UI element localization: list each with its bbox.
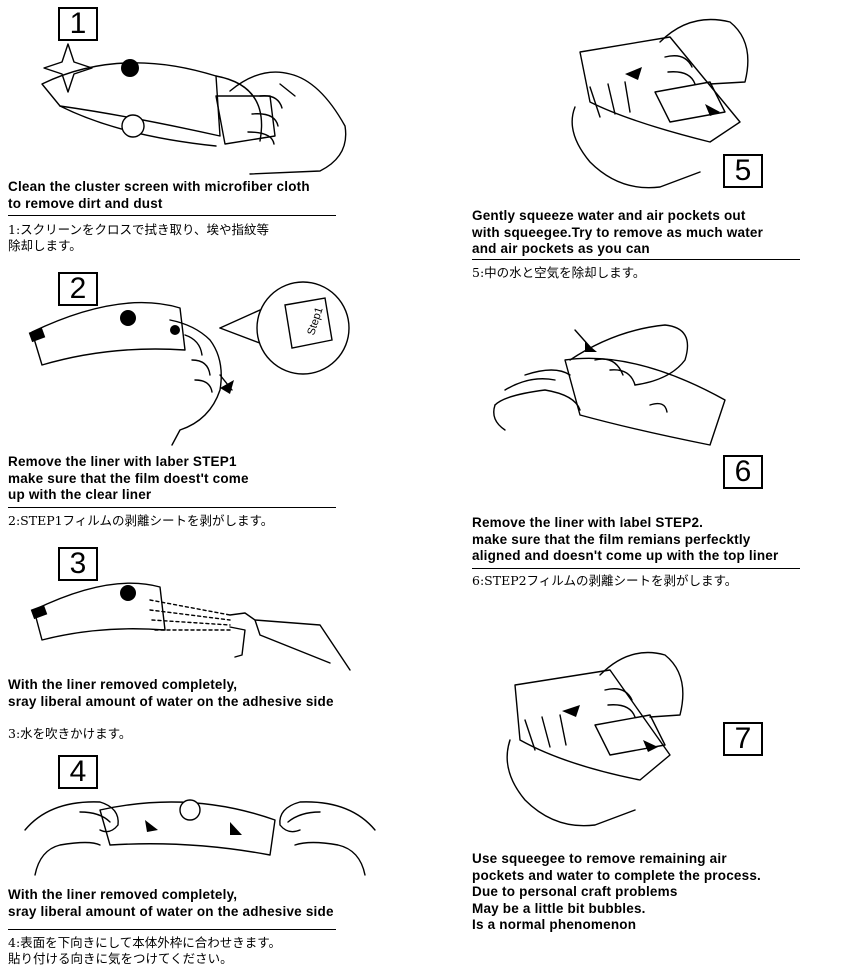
step-2-divider bbox=[8, 507, 336, 508]
step-3-japanese: 3:水を吹きかけます。 bbox=[8, 726, 132, 741]
step-2-japanese: 2:STEP1フィルムの剥離シートを剥がします。 bbox=[8, 513, 274, 528]
step-6-number: 6 bbox=[723, 455, 763, 489]
step-4-divider bbox=[8, 929, 336, 930]
step-5-number: 5 bbox=[723, 154, 763, 188]
step-5-divider bbox=[472, 259, 800, 260]
step-1-divider bbox=[8, 215, 336, 216]
step-1-japanese: 1:スクリーンをクロスで拭き取り、埃や指紋等 除却します。 bbox=[8, 222, 270, 253]
step-7-english: Use squeegee to remove remaining air poc… bbox=[472, 851, 761, 932]
step-6-english: Remove the liner with label STEP2. make … bbox=[472, 515, 779, 563]
step-4-japanese: 4:表面を下向きにして本体外枠に合わせきます。 貼り付ける向きに気をつけてくださ… bbox=[8, 935, 282, 966]
step-5-illustration bbox=[571, 18, 749, 189]
step-3-illustration bbox=[30, 582, 351, 671]
step-2-english: Remove the liner with laber STEP1 make s… bbox=[8, 454, 249, 502]
step-1-number: 1 bbox=[58, 7, 98, 41]
step-3-english: With the liner removed completely, sray … bbox=[8, 677, 334, 709]
step-5-english: Gently squeeze water and air pockets out… bbox=[472, 208, 764, 256]
step-4-english: With the liner removed completely, sray … bbox=[8, 887, 334, 919]
step-1-illustration bbox=[41, 43, 347, 175]
step-4-number: 4 bbox=[58, 755, 98, 789]
step-5-japanese: 5:中の水と空気を除却します。 bbox=[472, 265, 646, 280]
step-6-japanese: 6:STEP2フィルムの剥離シートを剥がします。 bbox=[472, 573, 738, 588]
step-2-number: 2 bbox=[58, 272, 98, 306]
step-7-illustration bbox=[506, 651, 684, 827]
step-2-illustration: Step1 bbox=[28, 281, 350, 446]
step-6-illustration bbox=[493, 324, 726, 446]
step-4-illustration bbox=[24, 799, 376, 876]
step-3-number: 3 bbox=[58, 547, 98, 581]
step-7-number: 7 bbox=[723, 722, 763, 756]
step-6-divider bbox=[472, 568, 800, 569]
step-1-english: Clean the cluster screen with microfiber… bbox=[8, 179, 310, 211]
